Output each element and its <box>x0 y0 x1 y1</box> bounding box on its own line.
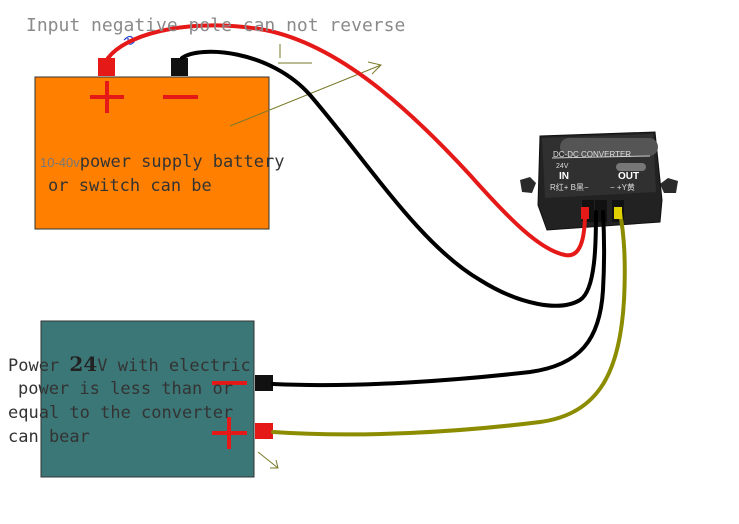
diagram-title: Input negative pole can not reverse <box>26 15 406 36</box>
converter-in-label: IN <box>559 171 569 182</box>
converter-in-terminals: R红+ B黑− <box>550 183 589 192</box>
annotation-arrow-bottom <box>257 451 279 469</box>
converter-red-lead <box>581 207 589 219</box>
annotation-marks <box>278 44 312 64</box>
annotation-arrow-top <box>229 61 382 127</box>
positive-input-wire <box>106 23 587 258</box>
load-voltage: 24 <box>69 352 98 376</box>
load-line1-suffix: V with electric <box>97 356 251 376</box>
positive-output-wire <box>271 210 627 437</box>
negative-output-wire <box>271 210 607 388</box>
battery-description-1: power supply battery <box>79 152 285 172</box>
load-plus-mark <box>212 417 247 449</box>
load-text-line3: equal to the converter <box>8 403 234 423</box>
load-line1-prefix: Power <box>8 356 70 376</box>
load-negative-terminal <box>255 375 273 391</box>
battery-text-line1: 10-40vpower supply battery <box>40 150 284 175</box>
converter-voltage-label: 24V <box>556 163 569 170</box>
battery-plus-mark <box>90 81 124 113</box>
converter-module <box>520 131 678 231</box>
converter-model-label: DC-DC CONVERTER <box>553 150 632 159</box>
battery-box <box>34 76 270 230</box>
load-text-line4: can bear <box>8 427 90 447</box>
converter-yellow-lead <box>614 207 622 219</box>
converter-out-label: OUT <box>618 171 640 182</box>
load-text-line1: Power 24V with electric <box>8 352 251 378</box>
load-positive-terminal <box>255 423 273 439</box>
battery-positive-terminal <box>98 58 115 76</box>
load-box <box>40 320 255 478</box>
battery-voltage-range: 10-40v <box>40 155 80 170</box>
battery-text-line2: or switch can be <box>48 176 212 196</box>
negative-input-wire <box>180 49 598 308</box>
battery-negative-terminal <box>171 58 188 76</box>
load-text-line2: power is less than or <box>18 379 233 399</box>
converter-out-terminals: − +Y黄 <box>610 183 635 192</box>
